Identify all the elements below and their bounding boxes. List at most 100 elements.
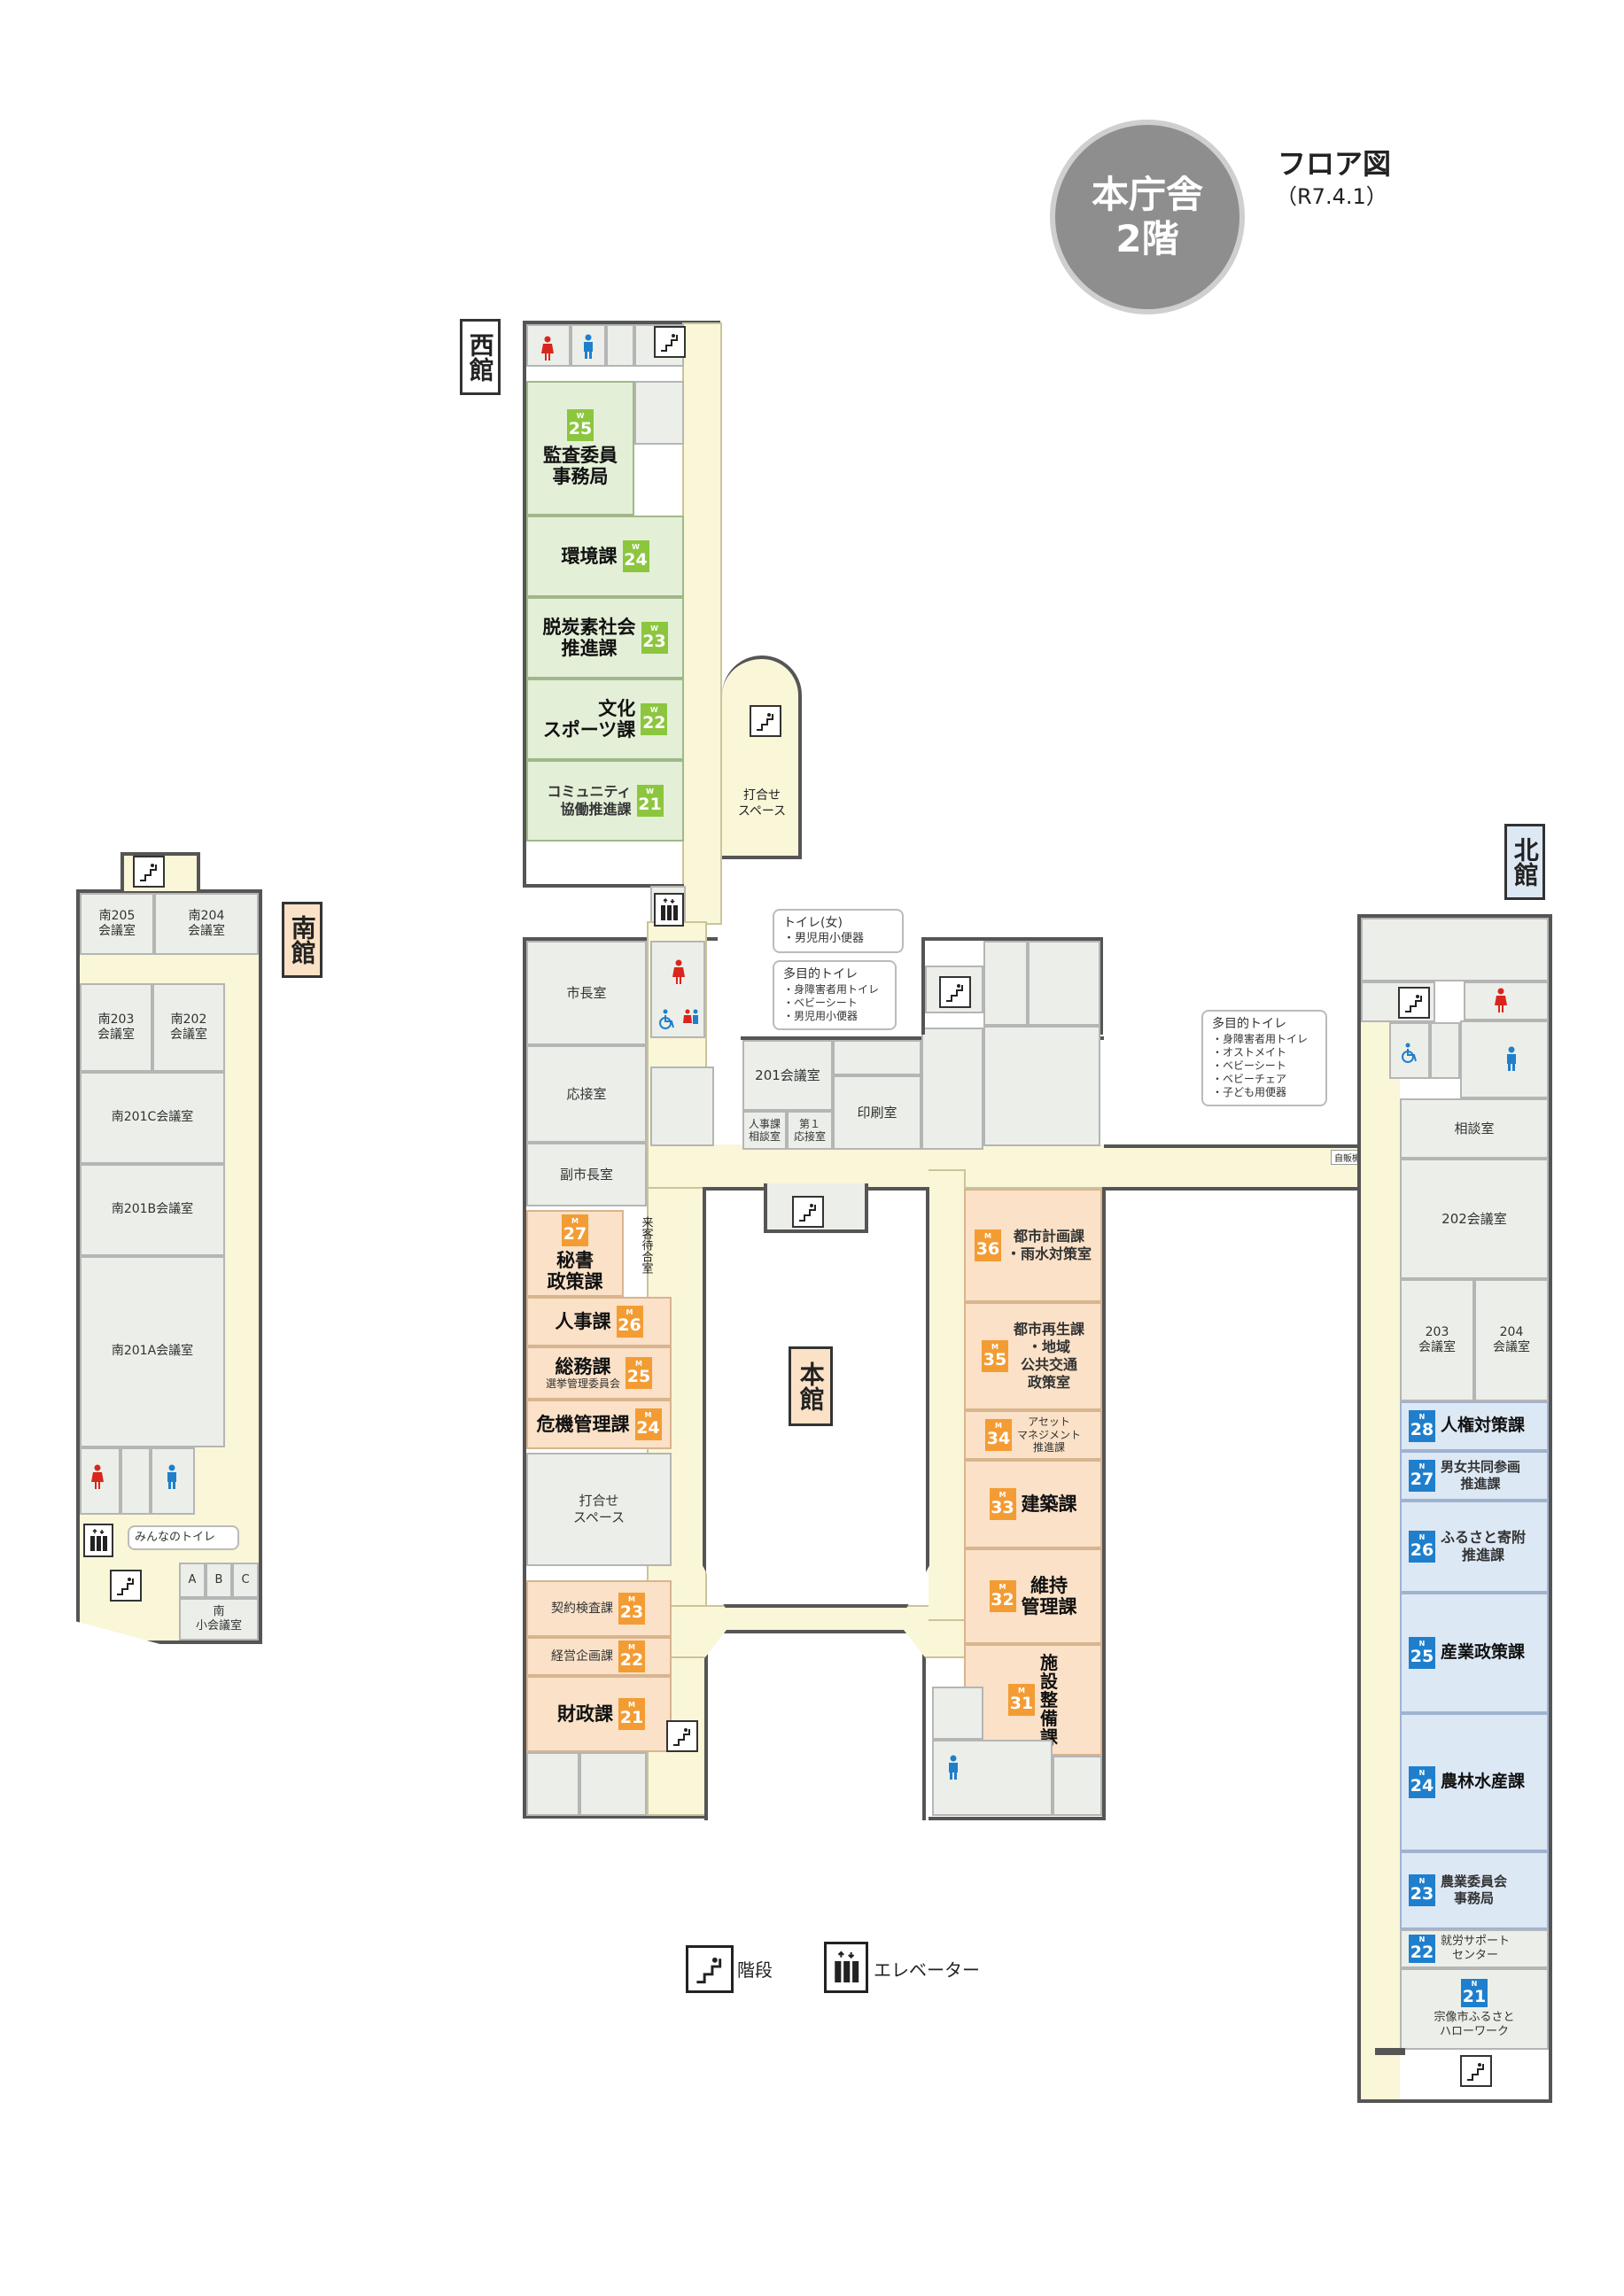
south-building-label: 南館 (282, 902, 322, 978)
main-outline-left (523, 937, 718, 1819)
stairs-icon (110, 1570, 142, 1602)
north-room-204: 204 会議室 (1474, 1279, 1549, 1401)
vending-label: 自販機 (1331, 1150, 1364, 1165)
west-building-label: 西館 (460, 319, 501, 395)
main-top-corridor (647, 1144, 1409, 1189)
south-small-meeting: 南 小会議室 (179, 1598, 259, 1641)
legend-elevator-icon (824, 1942, 868, 1993)
vice-mayor-room: 副市長室 (526, 1143, 647, 1206)
south-room-203: 南203 会議室 (80, 983, 152, 1072)
main-annex-room-1 (983, 941, 1028, 1026)
north-building-label: 北館 (1504, 824, 1545, 900)
wheelchair-icon (1398, 1042, 1421, 1065)
floormap-date: （R7.4.1） (1276, 184, 1387, 209)
south-abc-c: C (232, 1563, 259, 1598)
main-mid-room-a (833, 1040, 921, 1075)
main-se-room-1 (932, 1687, 983, 1740)
north-top-hall (1361, 918, 1549, 981)
south-room-205: 南205 会議室 (80, 893, 154, 955)
main-annex-room-2 (1028, 941, 1100, 1026)
jinji-consult-room: 人事課 相談室 (742, 1111, 787, 1150)
south-room-204: 南204 会議室 (154, 893, 259, 955)
north-toilet-men (1460, 1020, 1549, 1098)
stairs-icon (1460, 2055, 1492, 2087)
printing-room: 印刷室 (833, 1075, 921, 1150)
room-201: 201会議室 (742, 1040, 833, 1111)
minna-toilet-callout: みんなのトイレ (128, 1525, 239, 1551)
elevator-icon (654, 893, 684, 927)
multi-toilet-icon (682, 1008, 700, 1031)
west-wall (523, 321, 720, 888)
south-abc-a: A (179, 1563, 206, 1598)
main-elevator-shaft (650, 1067, 714, 1146)
west-meeting-space-label: 打合せ スペース (737, 787, 787, 818)
stairs-icon (750, 705, 781, 737)
men-toilet-icon (1503, 1045, 1520, 1072)
multi-toilet-callout-main: 多目的トイレ ・身障害者用トイレ ・ベビーシート ・男児用小便器 (773, 960, 897, 1030)
main-meeting-space: 打合せ スペース (526, 1453, 672, 1566)
stairs-icon (939, 976, 971, 1008)
legend-stairs-icon (686, 1945, 734, 1993)
west-bottom-wall (523, 842, 684, 888)
women-toilet-icon (539, 335, 556, 361)
north-room-203: 203 会議室 (1400, 1279, 1474, 1401)
women-toilet-icon (670, 958, 688, 985)
stairs-icon (654, 326, 686, 358)
main-annex-room-3 (983, 1026, 1100, 1146)
north-toilet-multi (1389, 1022, 1430, 1079)
stairs-icon (1398, 987, 1430, 1019)
men-toilet-icon (579, 333, 597, 360)
south-room-201c: 南201C会議室 (80, 1072, 225, 1164)
main-right-wall (929, 1187, 1106, 1820)
men-toilet-icon (944, 1754, 962, 1780)
men-toilet-icon (163, 1463, 181, 1490)
reception-room: 応接室 (526, 1045, 647, 1143)
stairs-icon (666, 1720, 698, 1752)
floor-title-circle: 本庁舎 2階 (1050, 120, 1245, 314)
multi-toilet-callout-north: 多目的トイレ ・身障害者用トイレ ・オストメイト ・ベビーシート ・ベビーチェア… (1201, 1010, 1327, 1106)
women-toilet-callout: トイレ(女) ・男児用小便器 (773, 909, 904, 953)
elevator-icon (83, 1524, 113, 1557)
mayor-room: 市長室 (526, 941, 647, 1045)
west-storage (634, 381, 684, 445)
women-toilet-icon (89, 1463, 106, 1490)
main-mid-room-b (921, 1028, 983, 1150)
main-building-label: 本館 (789, 1346, 833, 1426)
floormap-label: フロア図 (1278, 147, 1392, 181)
main-sw-room-2 (579, 1752, 647, 1816)
west-corridor (682, 322, 722, 925)
